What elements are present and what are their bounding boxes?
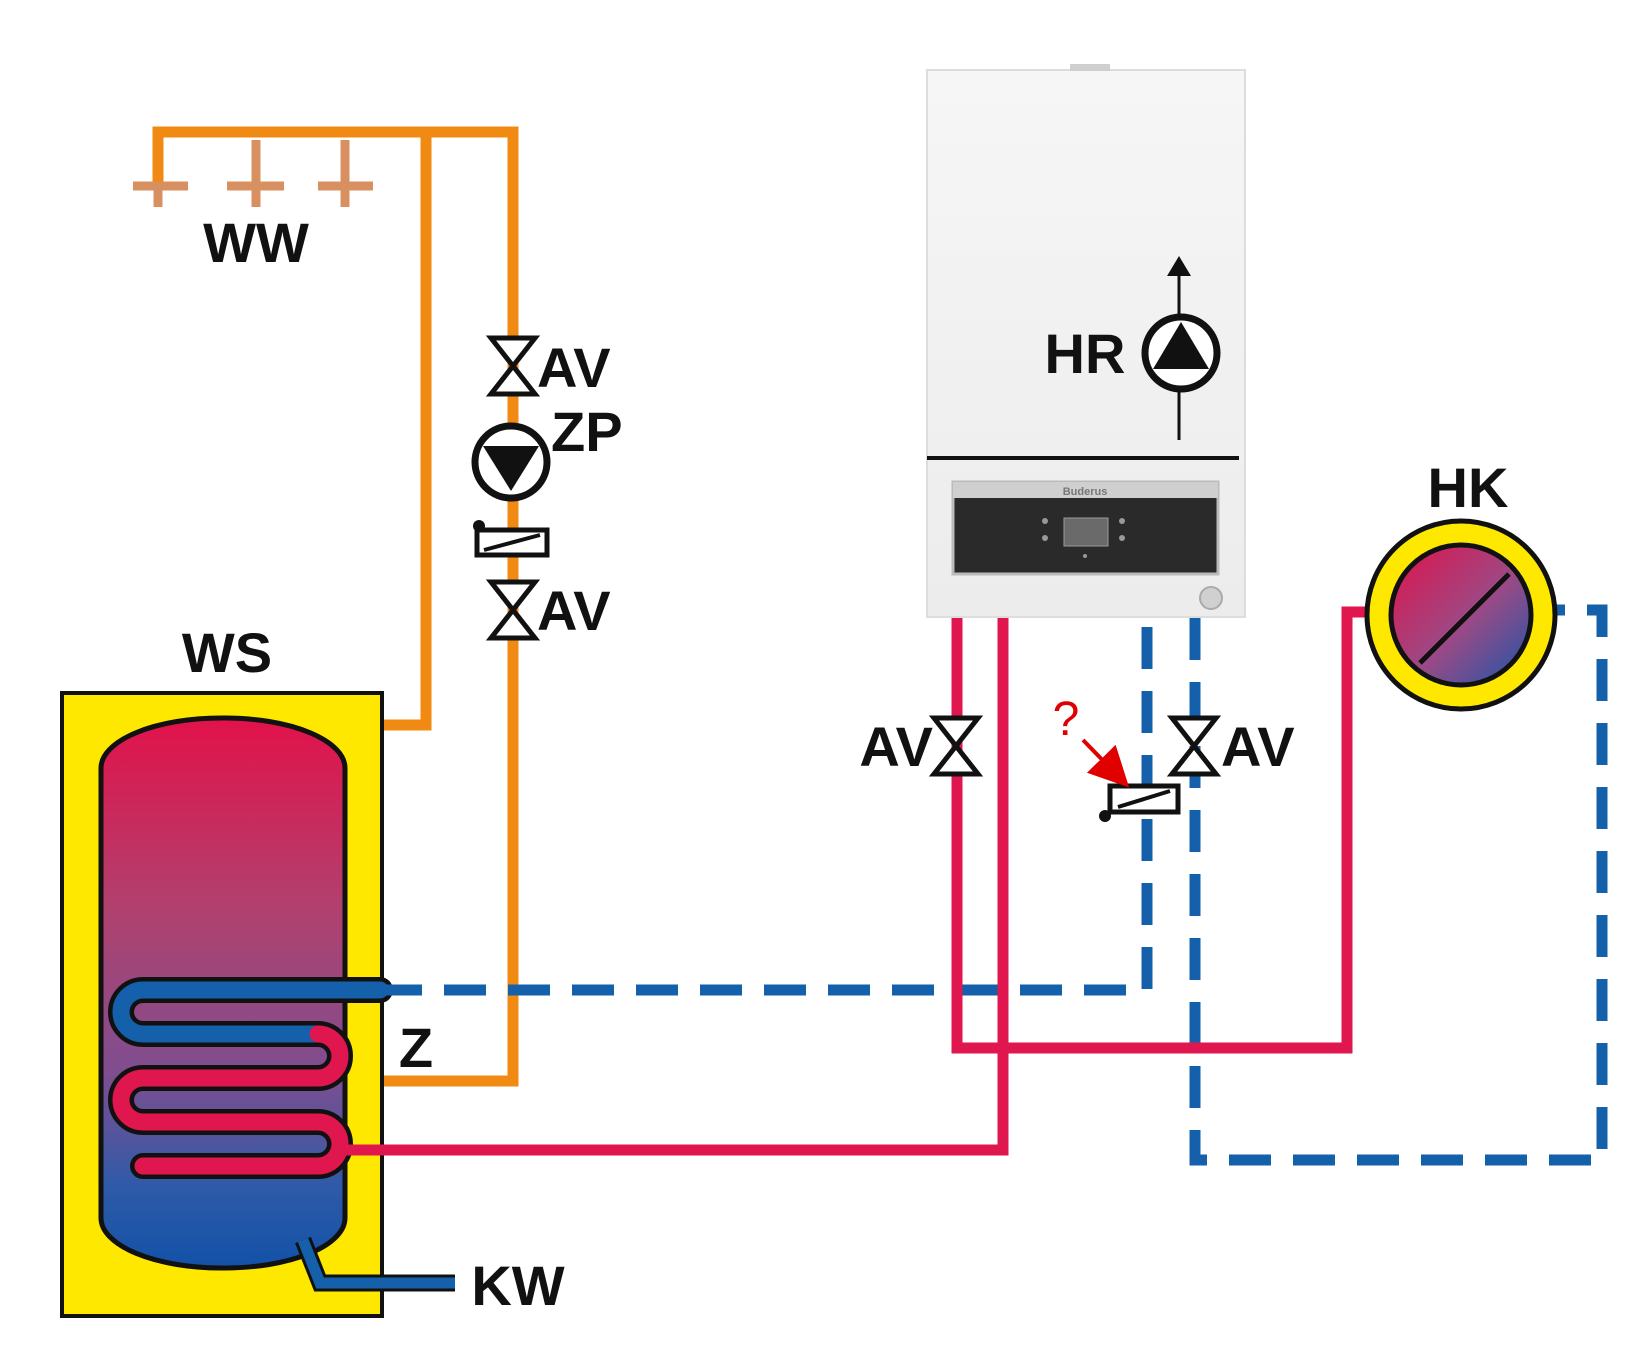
label-zp: ZP bbox=[551, 400, 623, 463]
heating-pump bbox=[1141, 256, 1221, 440]
labels: WW AV ZP AV WS Z KW HR HK AV AV ? bbox=[182, 211, 1509, 1317]
shutoff-valve-ww-bottom bbox=[485, 579, 541, 641]
boiler-brand: Buderus bbox=[1063, 486, 1108, 498]
label-hr: HR bbox=[1045, 322, 1126, 385]
label-ww: WW bbox=[203, 211, 309, 274]
shutoff-valve-ww-top bbox=[485, 335, 541, 397]
shutoff-valve-flow bbox=[928, 715, 984, 777]
heat-exchanger-coil bbox=[108, 977, 393, 1179]
label-av-flow: AV bbox=[859, 715, 933, 778]
heating-circuit-radiator bbox=[1364, 518, 1558, 712]
cold-water-inlet bbox=[295, 1236, 455, 1292]
check-valve-ww bbox=[473, 520, 550, 558]
hot-water-taps bbox=[133, 140, 373, 207]
label-question: ? bbox=[1053, 693, 1080, 746]
label-z: Z bbox=[399, 1016, 433, 1079]
label-kw: KW bbox=[471, 1254, 564, 1317]
label-hk: HK bbox=[1428, 456, 1509, 519]
boiler-pressure-gauge bbox=[1199, 586, 1223, 610]
shutoff-valve-return bbox=[1166, 715, 1222, 777]
heating-flow-pipes bbox=[345, 606, 1378, 1156]
label-av-mid: AV bbox=[537, 579, 611, 642]
label-av-return: AV bbox=[1221, 715, 1295, 778]
question-arrow bbox=[1081, 738, 1130, 788]
label-ws: WS bbox=[182, 621, 272, 684]
circulation-pump bbox=[471, 422, 551, 502]
boiler-control-panel: Buderus bbox=[951, 480, 1220, 576]
check-valve-return bbox=[1099, 783, 1181, 822]
label-av-top: AV bbox=[537, 336, 611, 399]
heating-return-pipes bbox=[380, 604, 1608, 1166]
